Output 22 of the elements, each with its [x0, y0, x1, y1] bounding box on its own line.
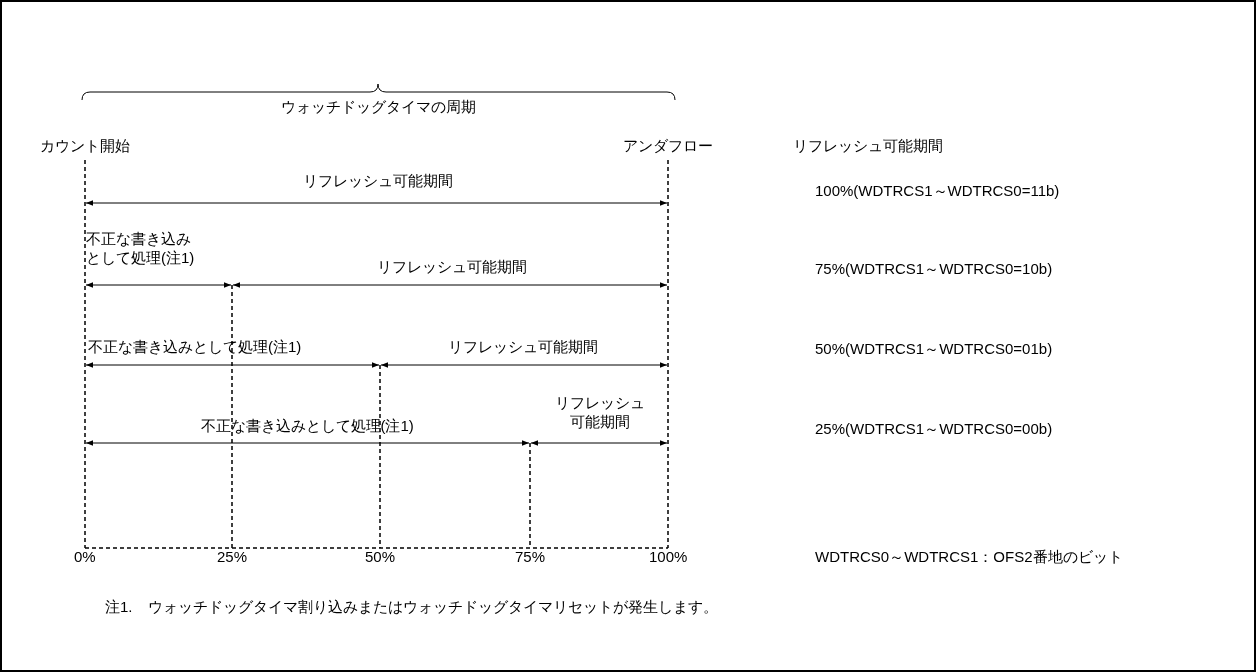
tick-label: 50% — [365, 546, 396, 566]
tick-label: 100% — [649, 546, 688, 566]
period-label: 不正な書き込みとして処理(注1) — [86, 229, 196, 267]
period-label: リフレッシュ可能期間 — [448, 336, 598, 356]
tick-label: 75% — [515, 546, 546, 566]
setting-label: 25%(WDTRCS1～WDTRCS0=00b) — [815, 418, 1053, 438]
cycle-label: ウォッチドッグタイマの周期 — [280, 96, 476, 116]
period-label: 不正な書き込みとして処理(注1) — [200, 415, 414, 435]
period-label: リフレッシュ可能期間 — [377, 256, 527, 276]
setting-label: 75%(WDTRCS1～WDTRCS0=10b) — [815, 258, 1053, 278]
period-label: 不正な書き込みとして処理(注1) — [88, 336, 302, 356]
footnote-text: 注1. ウォッチドッグタイマ割り込みまたはウォッチドッグタイマリセットが発生します。 — [105, 596, 718, 616]
period-label: リフレッシュ可能期間 — [553, 393, 646, 431]
period-label: リフレッシュ可能期間 — [303, 170, 453, 190]
start-label: カウント開始 — [40, 135, 130, 155]
column-heading: リフレッシュ可能期間 — [793, 135, 943, 155]
setting-label: 50%(WDTRCS1～WDTRCS0=01b) — [815, 338, 1053, 358]
note-text: WDTRCS0～WDTRCS1：OFS2番地のビット — [815, 546, 1123, 566]
tick-label: 25% — [217, 546, 248, 566]
setting-label: 100%(WDTRCS1～WDTRCS0=11b) — [815, 180, 1060, 200]
underflow-label: アンダフロー — [623, 135, 713, 155]
tick-label: 0% — [74, 546, 96, 566]
